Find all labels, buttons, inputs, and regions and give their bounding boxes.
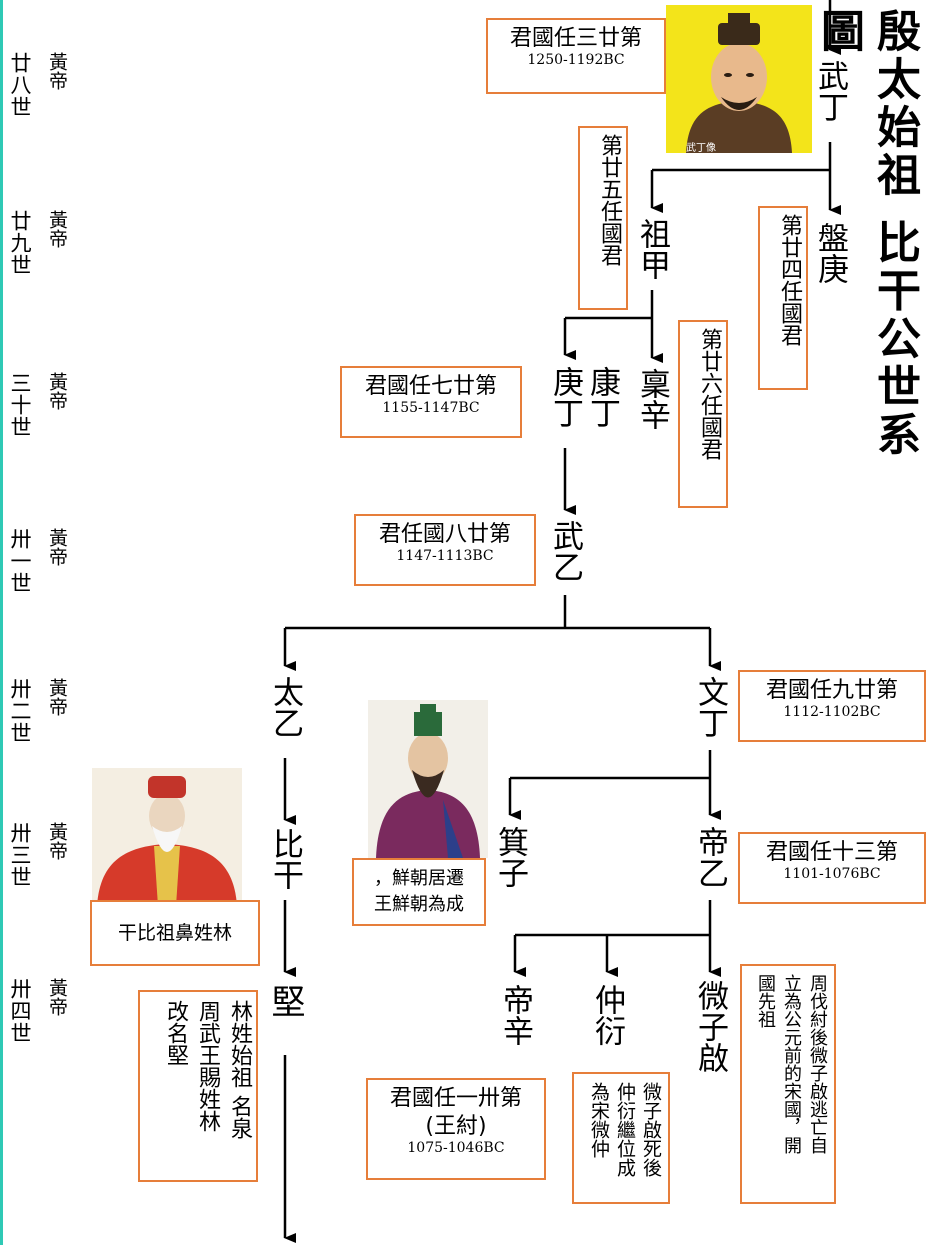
person-zhongyan: 仲衍 <box>589 984 625 1046</box>
generation-name: 卅二世 <box>8 678 32 744</box>
jian-note-box: 林姓始祖 名泉 周武王賜姓林 改名堅 <box>138 990 258 1182</box>
person-wuding: 武丁 <box>812 60 848 122</box>
note-line: 周伐紂後微子啟逃亡自 <box>807 974 828 1154</box>
person-jizi: 箕子 <box>492 826 528 888</box>
generation-name: 卅四世 <box>8 978 32 1044</box>
wuyi-info-box: 君任國八廿第 1147-1113BC <box>354 514 536 586</box>
jizi-note-box: ，鮮朝居遷 王鮮朝為成 <box>352 858 486 926</box>
generation-label: 卅三世 黃帝 <box>4 822 74 922</box>
generation-label: 卅一世 黃帝 <box>4 528 74 628</box>
note-line: 周武王賜姓林 <box>195 1000 220 1132</box>
note-line: 王鮮朝為成 <box>374 894 464 915</box>
left-accent-bar <box>0 0 3 1245</box>
reign-years: 1147-1113BC <box>396 548 494 564</box>
person-zujia: 祖甲 <box>634 218 670 280</box>
reign-years: 1250-1192BC <box>527 52 625 68</box>
person-pangeng: 盤庚 <box>812 222 848 284</box>
note-line: 改名堅 <box>163 1000 188 1066</box>
generation-emperor: 黃帝 <box>46 210 68 248</box>
note-line: 為宋微仲 <box>588 1082 610 1158</box>
person-wending: 文丁 <box>692 676 728 738</box>
zujia-rank-box: 第廿五任國君 <box>578 126 628 310</box>
person-kangding: 康丁 <box>584 366 620 428</box>
jizi-portrait <box>368 700 488 858</box>
reign-rank: 君國任一卅第 <box>389 1086 522 1111</box>
generation-emperor: 黃帝 <box>46 822 68 860</box>
generation-emperor: 黃帝 <box>46 372 68 410</box>
zhongyan-note-box: 微子啟死後 仲衍繼位成 為宋微仲 <box>572 1072 670 1204</box>
person-gengding: 庚丁 <box>547 366 583 428</box>
generation-name: 廿八世 <box>8 52 32 118</box>
person-dixin: 帝辛 <box>497 984 533 1046</box>
reign-years: 1112-1102BC <box>783 704 881 720</box>
generation-label: 三十世 黃帝 <box>4 372 74 472</box>
generation-name: 卅一世 <box>8 528 32 594</box>
note-line: 林姓始祖 名泉 <box>227 1000 252 1139</box>
generation-emperor: 黃帝 <box>46 528 68 566</box>
person-linxin: 稟辛 <box>634 368 670 430</box>
person-bigan: 比干 <box>267 828 303 890</box>
reign-rank: 君任國八廿第 <box>378 522 511 547</box>
wending-info-box: 君國任九廿第 1112-1102BC <box>738 670 926 742</box>
gengding-info-box: 君國任七廿第 1155-1147BC <box>340 366 522 438</box>
portrait-caption: 武丁像 <box>686 143 716 154</box>
reign-rank: 君國任十三第 <box>765 840 898 865</box>
generation-name: 卅三世 <box>8 822 32 888</box>
person-wuyi: 武乙 <box>547 520 583 582</box>
note-line: 微子啟死後 <box>640 1082 662 1177</box>
reign-years: 1101-1076BC <box>783 866 881 882</box>
reign-rank: 君國任九廿第 <box>765 678 898 703</box>
generation-label: 卅四世 黃帝 <box>4 978 74 1078</box>
wuding-portrait: 武丁像 <box>666 5 812 154</box>
note-line: 國先祖 <box>755 974 776 1028</box>
generation-emperor: 黃帝 <box>46 978 68 1016</box>
wuding-info-box: 君國任三廿第 1250-1192BC <box>486 18 666 94</box>
generation-emperor: 黃帝 <box>46 678 68 716</box>
diyi-info-box: 君國任十三第 1101-1076BC <box>738 832 926 904</box>
reign-rank: 君國任七廿第 <box>364 374 497 399</box>
generation-name: 三十世 <box>8 372 32 438</box>
reign-years: 1075-1046BC <box>407 1140 505 1156</box>
generation-emperor: 黃帝 <box>46 52 68 90</box>
dixin-info-box: 君國任一卅第 (王紂) 1075-1046BC <box>366 1078 546 1180</box>
portrait-image <box>686 13 792 153</box>
bigan-note-box: 干比祖鼻姓林 <box>90 900 260 966</box>
person-diyi: 帝乙 <box>692 826 728 888</box>
reign-rank: 君國任三廿第 <box>509 26 642 51</box>
reign-years: 1155-1147BC <box>382 400 480 416</box>
generation-label: 卅二世 黃帝 <box>4 678 74 778</box>
pangeng-rank-box: 第廿四任國君 <box>758 206 808 390</box>
person-weiziqi: 微子啟 <box>692 980 728 1073</box>
portrait-image <box>376 704 480 858</box>
reign-note: (王紂) <box>425 1114 487 1139</box>
linxin-rank-box: 第廿六任國君 <box>678 320 728 508</box>
generation-name: 廿九世 <box>8 210 32 276</box>
bigan-portrait <box>92 768 242 906</box>
note-line: 立為公元前的宋國，開 <box>781 974 802 1154</box>
weiziqi-note-box: 周伐紂後微子啟逃亡自 立為公元前的宋國，開 國先祖 <box>740 964 836 1204</box>
generation-label: 廿八世 黃帝 <box>4 52 74 152</box>
note-line: ，鮮朝居遷 <box>374 868 464 889</box>
person-jian: 堅 <box>265 984 305 1018</box>
note-line: 仲衍繼位成 <box>614 1082 636 1177</box>
generation-label: 廿九世 黃帝 <box>4 210 74 310</box>
person-taiyi: 太乙 <box>267 676 303 738</box>
portrait-image <box>97 776 237 906</box>
